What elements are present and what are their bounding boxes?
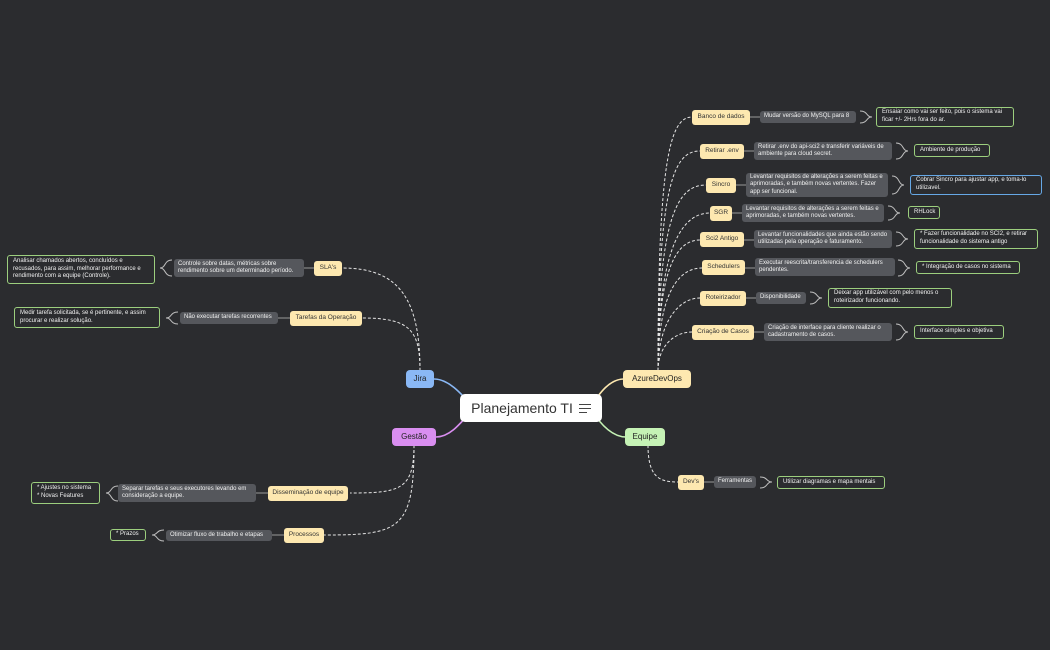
detail-sci2-antigo[interactable]: Levantar funcionalidades que ainda estão…: [754, 230, 892, 248]
note-line: * Ajustes no sistema: [37, 485, 92, 492]
connector-azure-criacao: [657, 331, 693, 372]
detail-processos[interactable]: Otimizar fluxo de trabalho e etapas: [166, 530, 272, 541]
note-line: * Novas Features: [37, 493, 84, 499]
bracket-sci2: [895, 231, 909, 247]
note-disseminacao-equipe[interactable]: * Ajustes no sistema * Novas Features: [31, 482, 100, 504]
note-devs[interactable]: Utilizar diagramas e mapa mentais: [777, 476, 885, 489]
bracket-slas: [159, 259, 173, 277]
connector-gestao-processos: [323, 444, 415, 536]
connector-gestao-disseminacao: [349, 444, 415, 494]
notes-icon: [578, 403, 591, 413]
topic-slas[interactable]: SLA's: [314, 261, 342, 276]
topic-sci2-antigo[interactable]: Sci2 Antigo: [700, 232, 744, 247]
note-schedulers[interactable]: * Integração de casos no sistema: [916, 261, 1020, 274]
topic-processos[interactable]: Processos: [284, 528, 324, 543]
topic-sgr[interactable]: SGR: [710, 206, 732, 221]
note-retirar-env[interactable]: Ambiente de produção: [914, 144, 990, 157]
branch-jira[interactable]: Jira: [406, 370, 434, 388]
connector-azure-sincro: [657, 184, 707, 372]
bracket-disseminacao: [105, 485, 119, 502]
connector-azure-roteirizador: [657, 297, 701, 372]
topic-schedulers[interactable]: Schedulers: [702, 260, 745, 275]
detail-criacao-casos[interactable]: Criação de interface para cliente realiz…: [764, 323, 892, 341]
detail-schedulers[interactable]: Executar reescrita/transferencia de sche…: [755, 258, 895, 276]
bracket-retirar: [895, 142, 909, 160]
topic-disseminacao-equipe[interactable]: Disseminação de equipe: [268, 486, 348, 501]
bracket-sgr: [887, 205, 901, 221]
root-topic[interactable]: Planejamento TI: [460, 394, 602, 422]
note-roteirizador[interactable]: Deixar app utilizável com pelo menos o r…: [828, 288, 952, 308]
note-banco-dados[interactable]: Ensaiar como vai ser feito, pois o siste…: [876, 107, 1014, 127]
bracket-sincro: [891, 175, 905, 195]
connector-jira-tarefas: [361, 317, 421, 372]
connector-jira-slas: [341, 267, 421, 372]
bracket-tarefas: [165, 311, 179, 325]
detail-sgr[interactable]: Levantar requisitos de alterações a sere…: [742, 204, 884, 222]
topic-sincro[interactable]: Sincro: [706, 178, 736, 193]
connector-azure-sci2: [657, 239, 701, 372]
detail-devs[interactable]: Ferramentas: [714, 476, 756, 488]
bracket-devs: [759, 476, 773, 489]
detail-sincro[interactable]: Levantar requisitos de alterações a sere…: [746, 173, 888, 197]
root-topic-label: Planejamento TI: [471, 400, 573, 416]
bracket-roteirizador: [809, 291, 823, 305]
detail-slas[interactable]: Controle sobre datas, métricas sobre ren…: [174, 259, 304, 277]
note-processos[interactable]: * Prazos: [110, 529, 146, 541]
detail-banco-dados[interactable]: Mudar versão do MySQL para 8: [760, 111, 856, 123]
bracket-processos: [151, 529, 165, 542]
bracket-criacao: [895, 323, 909, 341]
bracket-banco: [859, 110, 873, 124]
note-slas[interactable]: Analisar chamados abertos, concluídos e …: [7, 255, 155, 284]
topic-roteirizador[interactable]: Roteirizador: [700, 291, 746, 306]
topic-devs[interactable]: Dev's: [678, 475, 704, 490]
note-sci2-antigo[interactable]: * Fazer funcionalidade no SCI2, e retira…: [914, 229, 1038, 249]
detail-disseminacao-equipe[interactable]: Separar tarefas e seus executores levand…: [118, 484, 256, 502]
connector-azure-retirar: [657, 150, 701, 372]
topic-retirar-env[interactable]: Retirar .env: [700, 144, 744, 159]
detail-retirar-env[interactable]: Retirar .env do api-sci2 e transferir va…: [754, 142, 892, 160]
branch-equipe[interactable]: Equipe: [625, 428, 665, 446]
detail-tarefas-operacao[interactable]: Não executar tarefas recorrentes: [180, 312, 278, 324]
topic-banco-dados[interactable]: Banco de dados: [692, 110, 750, 125]
connector-azure-schedulers: [657, 267, 703, 372]
note-criacao-casos[interactable]: Interface simples e objetiva: [914, 325, 1004, 339]
topic-tarefas-operacao[interactable]: Tarefas da Operação: [290, 311, 362, 326]
bracket-schedulers: [897, 259, 911, 277]
note-sgr[interactable]: RHLock: [908, 206, 940, 219]
connector-equipe-devs: [647, 444, 679, 483]
note-tarefas-operacao[interactable]: Medir tarefa solicitada, se é pertinente…: [14, 307, 160, 328]
branch-azuredevops[interactable]: AzureDevOps: [623, 370, 691, 388]
note-sincro[interactable]: Cobrar Sincro para ajustar app, e toma-l…: [910, 175, 1042, 195]
detail-roteirizador[interactable]: Disponibilidade: [756, 292, 806, 304]
topic-criacao-casos[interactable]: Criação de Casos: [692, 325, 754, 340]
branch-gestao[interactable]: Gestão: [392, 428, 436, 446]
